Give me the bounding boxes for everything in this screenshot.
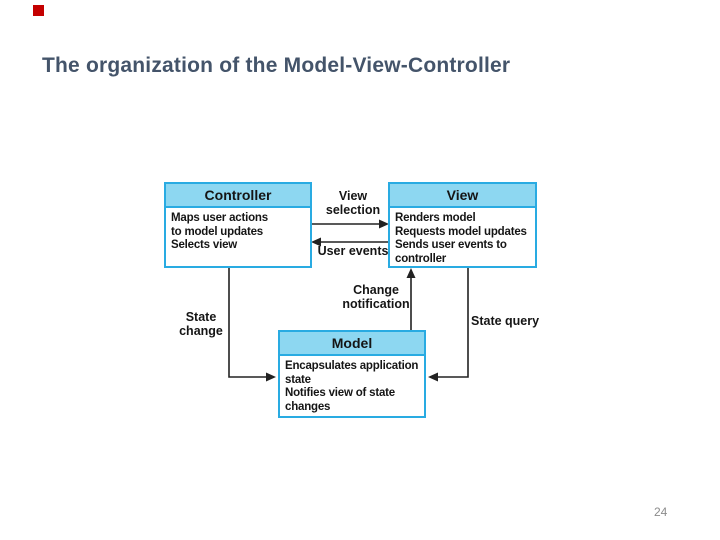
label-user-events: User events <box>317 244 389 258</box>
view-box-body: Renders model Requests model updates Sen… <box>395 212 527 265</box>
controller-box-body: Maps user actions to model updates Selec… <box>171 212 268 251</box>
mvc-box-view: View Renders model Requests model update… <box>388 182 537 268</box>
label-view-selection: View selection <box>325 189 381 217</box>
mvc-box-model: Model Encapsulates application state Not… <box>278 330 426 418</box>
slide-accent-marker <box>33 5 44 16</box>
view-box-title: View <box>390 184 535 208</box>
controller-box-title: Controller <box>166 184 310 208</box>
model-box-body: Encapsulates application state Notifies … <box>285 360 419 413</box>
label-state-change: State change <box>179 310 223 338</box>
model-box-title: Model <box>280 332 424 356</box>
mvc-box-controller: Controller Maps user actions to model up… <box>164 182 312 268</box>
page-number: 24 <box>654 505 668 519</box>
slide-title: The organization of the Model-View-Contr… <box>42 54 511 77</box>
arrow-view-selection <box>312 219 389 229</box>
arrow-state-change <box>228 268 276 382</box>
label-state-query: State query <box>471 314 540 328</box>
arrow-state-query <box>428 267 469 382</box>
label-change-notification: Change notification <box>342 283 410 311</box>
